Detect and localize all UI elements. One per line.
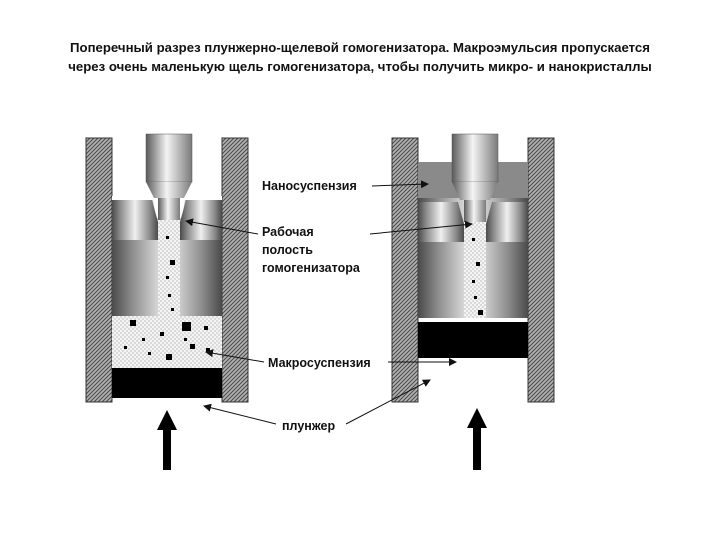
right-wall-outer-left xyxy=(391,137,419,403)
caption: Поперечный разрез плунжерно-щелевой гомо… xyxy=(10,38,710,76)
left-wall-outer-right xyxy=(221,137,249,403)
homogenizer-right xyxy=(391,133,555,470)
left-macrosuspension xyxy=(112,316,222,368)
left-wall-outer-left xyxy=(85,137,113,403)
right-trail xyxy=(464,222,486,318)
right-wall-outer-right xyxy=(527,137,555,403)
right-particles xyxy=(472,238,483,315)
pointer-nanosuspension xyxy=(371,180,429,189)
pointer-macrosuspension xyxy=(205,349,265,363)
label-plunger: плунжер xyxy=(282,419,335,433)
caption-line-1: Поперечный разрез плунжерно-щелевой гомо… xyxy=(70,40,650,55)
left-trail xyxy=(158,220,180,316)
left-stem-taper xyxy=(146,182,192,198)
left-shoulder-r xyxy=(180,200,222,240)
right-shoulder-r xyxy=(486,202,528,242)
label-working-cavity-2: полость xyxy=(262,243,313,257)
pointer-cavity-left xyxy=(185,218,259,235)
label-nanosuspension: Наносуспензия xyxy=(262,179,357,193)
left-shoulder-l xyxy=(112,200,158,240)
right-shoulder-l xyxy=(418,202,464,242)
right-up-arrow xyxy=(467,408,487,470)
label-working-cavity-3: гомогенизатора xyxy=(262,261,361,275)
homogenizer-left xyxy=(85,133,249,470)
left-plunger xyxy=(112,368,222,398)
pointer-cavity-right xyxy=(369,220,473,235)
left-up-arrow xyxy=(157,410,177,470)
caption-line-2: через очень маленькую щель гомогенизатор… xyxy=(68,59,652,74)
left-stem xyxy=(145,133,193,183)
right-plunger xyxy=(418,322,528,358)
label-working-cavity-1: Рабочая xyxy=(262,225,314,239)
right-stem-taper xyxy=(452,182,498,200)
pointer-plunger-left xyxy=(203,403,277,425)
left-stem-tip xyxy=(158,198,180,220)
left-particles xyxy=(124,236,210,360)
annotations: Наносуспензия Рабочая полость гомогениза… xyxy=(185,179,473,433)
pointer-plunger-right xyxy=(345,379,431,425)
right-stem xyxy=(451,133,499,183)
right-stem-tip xyxy=(464,200,486,222)
label-macrosuspension: Макросуспензия xyxy=(268,356,371,370)
